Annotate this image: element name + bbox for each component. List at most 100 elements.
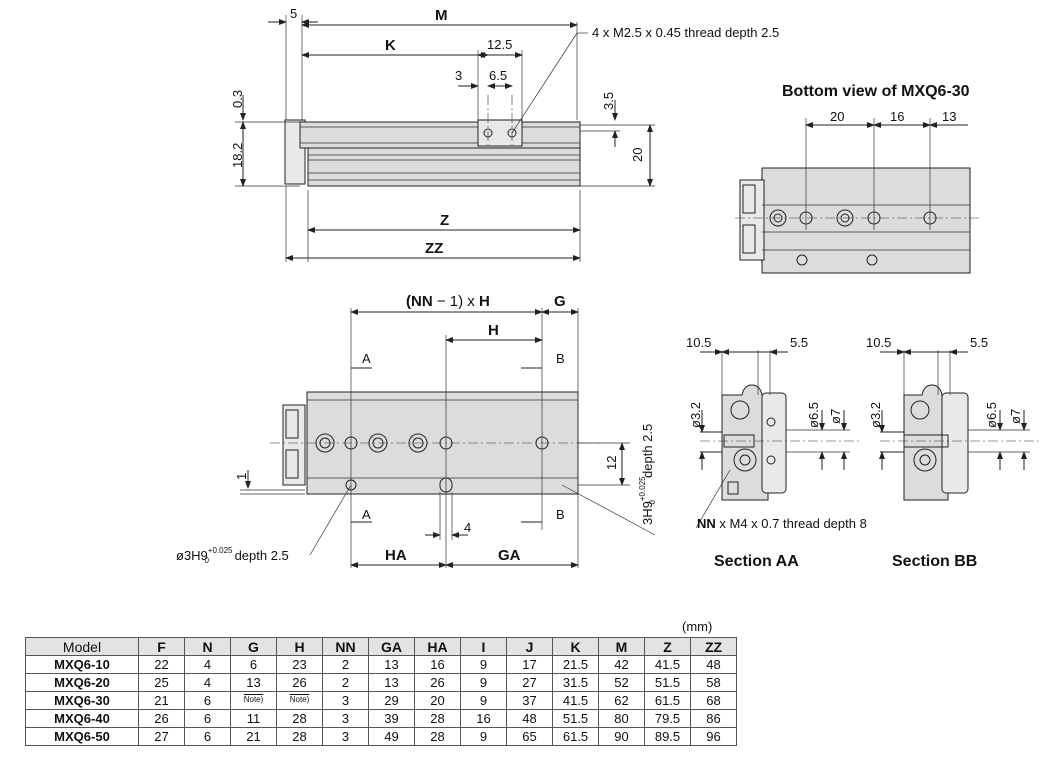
dim-12: 12 [604,456,619,470]
value-cell: 21 [230,727,277,746]
value-cell: 6 [184,691,231,710]
value-cell: 27 [138,727,185,746]
value-cell: 29 [368,691,415,710]
label-A-top: A [362,351,371,366]
col-header: GA [368,637,415,656]
bottom-dim-20: 20 [830,109,844,124]
value-cell: 89.5 [644,727,691,746]
value-cell: 28 [414,727,461,746]
section-bb-title: Section BB [892,553,977,570]
value-cell: 3 [322,727,369,746]
dim-5: 5 [290,6,297,21]
col-header: F [138,637,185,656]
value-cell: 80 [598,709,645,728]
dim-3: 3 [455,68,462,83]
dim-M: M [435,7,448,24]
bottom-view: Bottom view of MXQ6-30 20 16 13 [735,83,980,274]
value-cell: 37 [506,691,553,710]
aa-dim-10-5: 10.5 [686,335,711,350]
bottom-dim-16: 16 [890,109,904,124]
col-header: G [230,637,277,656]
value-cell: 2 [322,673,369,692]
aa-dim-phi3-2: ø3.2 [688,402,703,428]
aa-dim-phi6-5: ø6.5 [806,402,821,428]
section-bb: 10.5 5.5 ø3.2 ø6.5 ø7 Section BB [866,335,1040,570]
value-cell: 51.5 [552,709,599,728]
model-cell: MXQ6-30 [25,691,139,710]
value-cell: 4 [184,655,231,674]
bb-dim-phi7: ø7 [1008,409,1023,424]
value-cell: 58 [690,673,737,692]
value-cell: 27 [506,673,553,692]
model-cell: MXQ6-40 [25,709,139,728]
value-cell: 65 [506,727,553,746]
dim-nn-h: (NN − 1) x H [406,293,490,310]
bb-dim-10-5: 10.5 [866,335,891,350]
value-cell: 90 [598,727,645,746]
value-cell: 26 [138,709,185,728]
dim-Z: Z [440,212,449,229]
value-cell: 6 [230,655,277,674]
dim-0-3: 0.3 [230,90,245,108]
value-cell: 13 [368,655,415,674]
section-aa-title: Section AA [714,553,799,570]
label-B-top: B [556,351,565,366]
dim-20-right: 20 [630,148,645,162]
section-aa: 10.5 5.5 ø3.2 ø6.5 ø7 NN x M4 x 0.7 thre… [686,335,867,570]
model-cell: MXQ6-50 [25,727,139,746]
value-cell: 48 [690,655,737,674]
value-cell: 61.5 [552,727,599,746]
top-thread-note: 4 x M2.5 x 0.45 thread depth 2.5 [592,25,779,40]
value-cell: 9 [460,673,507,692]
value-cell: 48 [506,709,553,728]
table-unit: (mm) [682,619,713,634]
model-cell: MXQ6-10 [25,655,139,674]
value-cell: 16 [414,655,461,674]
value-cell: 13 [230,673,277,692]
value-cell: 3 [322,709,369,728]
value-cell: 4 [184,673,231,692]
value-cell: 52 [598,673,645,692]
col-header: NN [322,637,369,656]
value-cell: 26 [276,673,323,692]
model-cell: MXQ6-20 [25,673,139,692]
top-view: 5 M K 12.5 3 6.5 4 x M2.5 x 0.45 thread … [230,6,779,262]
bottom-dim-13: 13 [942,109,956,124]
value-cell: 42 [598,655,645,674]
value-cell: 51.5 [644,673,691,692]
value-cell: 86 [690,709,737,728]
value-cell: 21.5 [552,655,599,674]
value-cell: 62 [598,691,645,710]
side-view: (NN − 1) x H G H A B A B 1 12 4 HA [176,293,657,568]
value-cell: 26 [414,673,461,692]
value-cell: 9 [460,655,507,674]
value-cell: 28 [276,709,323,728]
col-header: K [552,637,599,656]
value-cell: 3 [322,691,369,710]
bb-dim-phi3-2: ø3.2 [868,402,883,428]
value-cell: 28 [276,727,323,746]
section-thread-note: NN x M4 x 0.7 thread depth 8 [697,516,867,531]
label-A-bottom: A [362,507,371,522]
col-header: ZZ [690,637,737,656]
bottom-view-title: Bottom view of MXQ6-30 [782,83,970,100]
dim-6-5: 6.5 [489,68,507,83]
bb-dim-phi6-5: ø6.5 [984,402,999,428]
col-header: Z [644,637,691,656]
value-cell: 6 [184,727,231,746]
value-cell: 2 [322,655,369,674]
dim-H: H [488,322,499,339]
top-thread-block [477,119,523,147]
value-cell: 16 [460,709,507,728]
value-cell: 96 [690,727,737,746]
col-header: J [506,637,553,656]
col-header: H [276,637,323,656]
value-cell: 61.5 [644,691,691,710]
value-cell: 22 [138,655,185,674]
